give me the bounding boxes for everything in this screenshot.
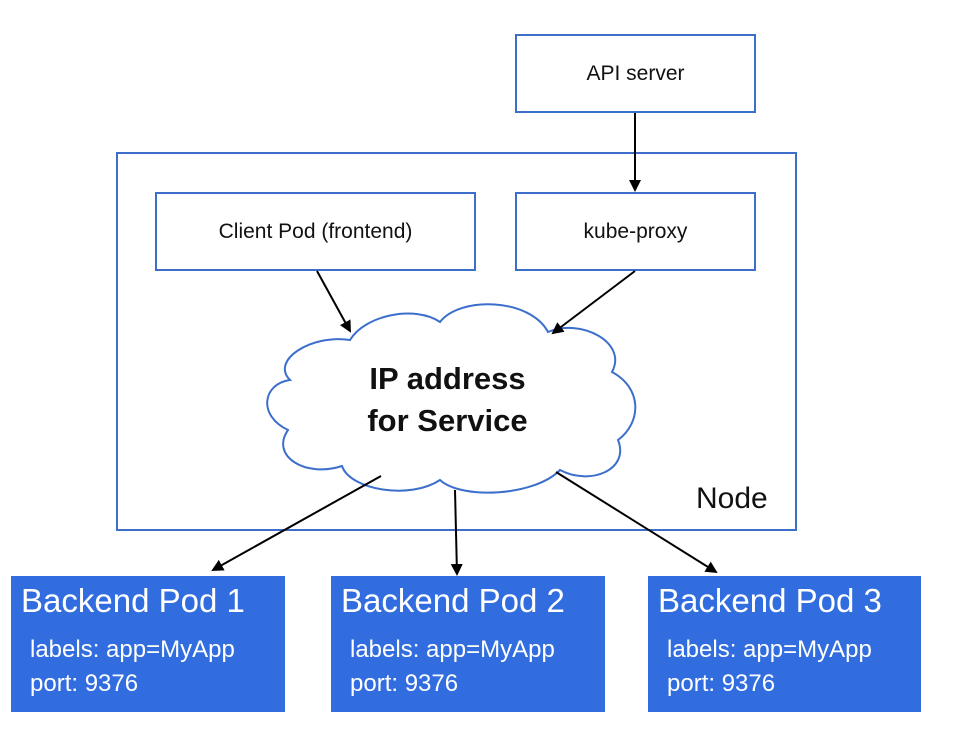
service-ip-line-1: IP address bbox=[369, 361, 526, 396]
api-server-label: API server bbox=[586, 61, 685, 85]
backend-pod-port: port: 9376 bbox=[667, 670, 776, 697]
service-ip-line-2: for Service bbox=[367, 403, 528, 438]
service-to-backend-3-arrow bbox=[555, 471, 718, 574]
backend-pod-port: port: 9376 bbox=[30, 670, 139, 697]
kube-proxy-box: kube-proxy bbox=[515, 192, 756, 271]
kube-proxy-label: kube-proxy bbox=[583, 219, 688, 243]
service-cloud bbox=[266, 303, 637, 494]
client-pod-label: Client Pod (frontend) bbox=[218, 219, 413, 243]
node-label: Node bbox=[696, 482, 768, 515]
client-to-service-arrow bbox=[316, 270, 351, 333]
backend-pod-title: Backend Pod 3 bbox=[658, 582, 882, 619]
backend-pod-title: Backend Pod 2 bbox=[341, 582, 565, 619]
api-server-box: API server bbox=[515, 34, 756, 113]
backend-pod-labels: labels: app=MyApp bbox=[30, 636, 235, 663]
service-to-backend-1-arrow bbox=[211, 475, 382, 571]
backend-pod-port: port: 9376 bbox=[350, 670, 459, 697]
kube-proxy-to-service-arrow bbox=[551, 270, 636, 335]
service-ip-label: IP address for Service bbox=[330, 358, 565, 442]
backend-pod-3: Backend Pod 3 labels: app=MyApp port: 93… bbox=[648, 576, 921, 712]
service-to-backend-2-arrow bbox=[450, 489, 463, 576]
backend-pod-title: Backend Pod 1 bbox=[21, 582, 245, 619]
backend-pod-2: Backend Pod 2 labels: app=MyApp port: 93… bbox=[331, 576, 605, 712]
backend-pod-labels: labels: app=MyApp bbox=[667, 636, 872, 663]
client-pod-box: Client Pod (frontend) bbox=[155, 192, 476, 271]
backend-pod-1: Backend Pod 1 labels: app=MyApp port: 93… bbox=[11, 576, 285, 712]
backend-pod-labels: labels: app=MyApp bbox=[350, 636, 555, 663]
